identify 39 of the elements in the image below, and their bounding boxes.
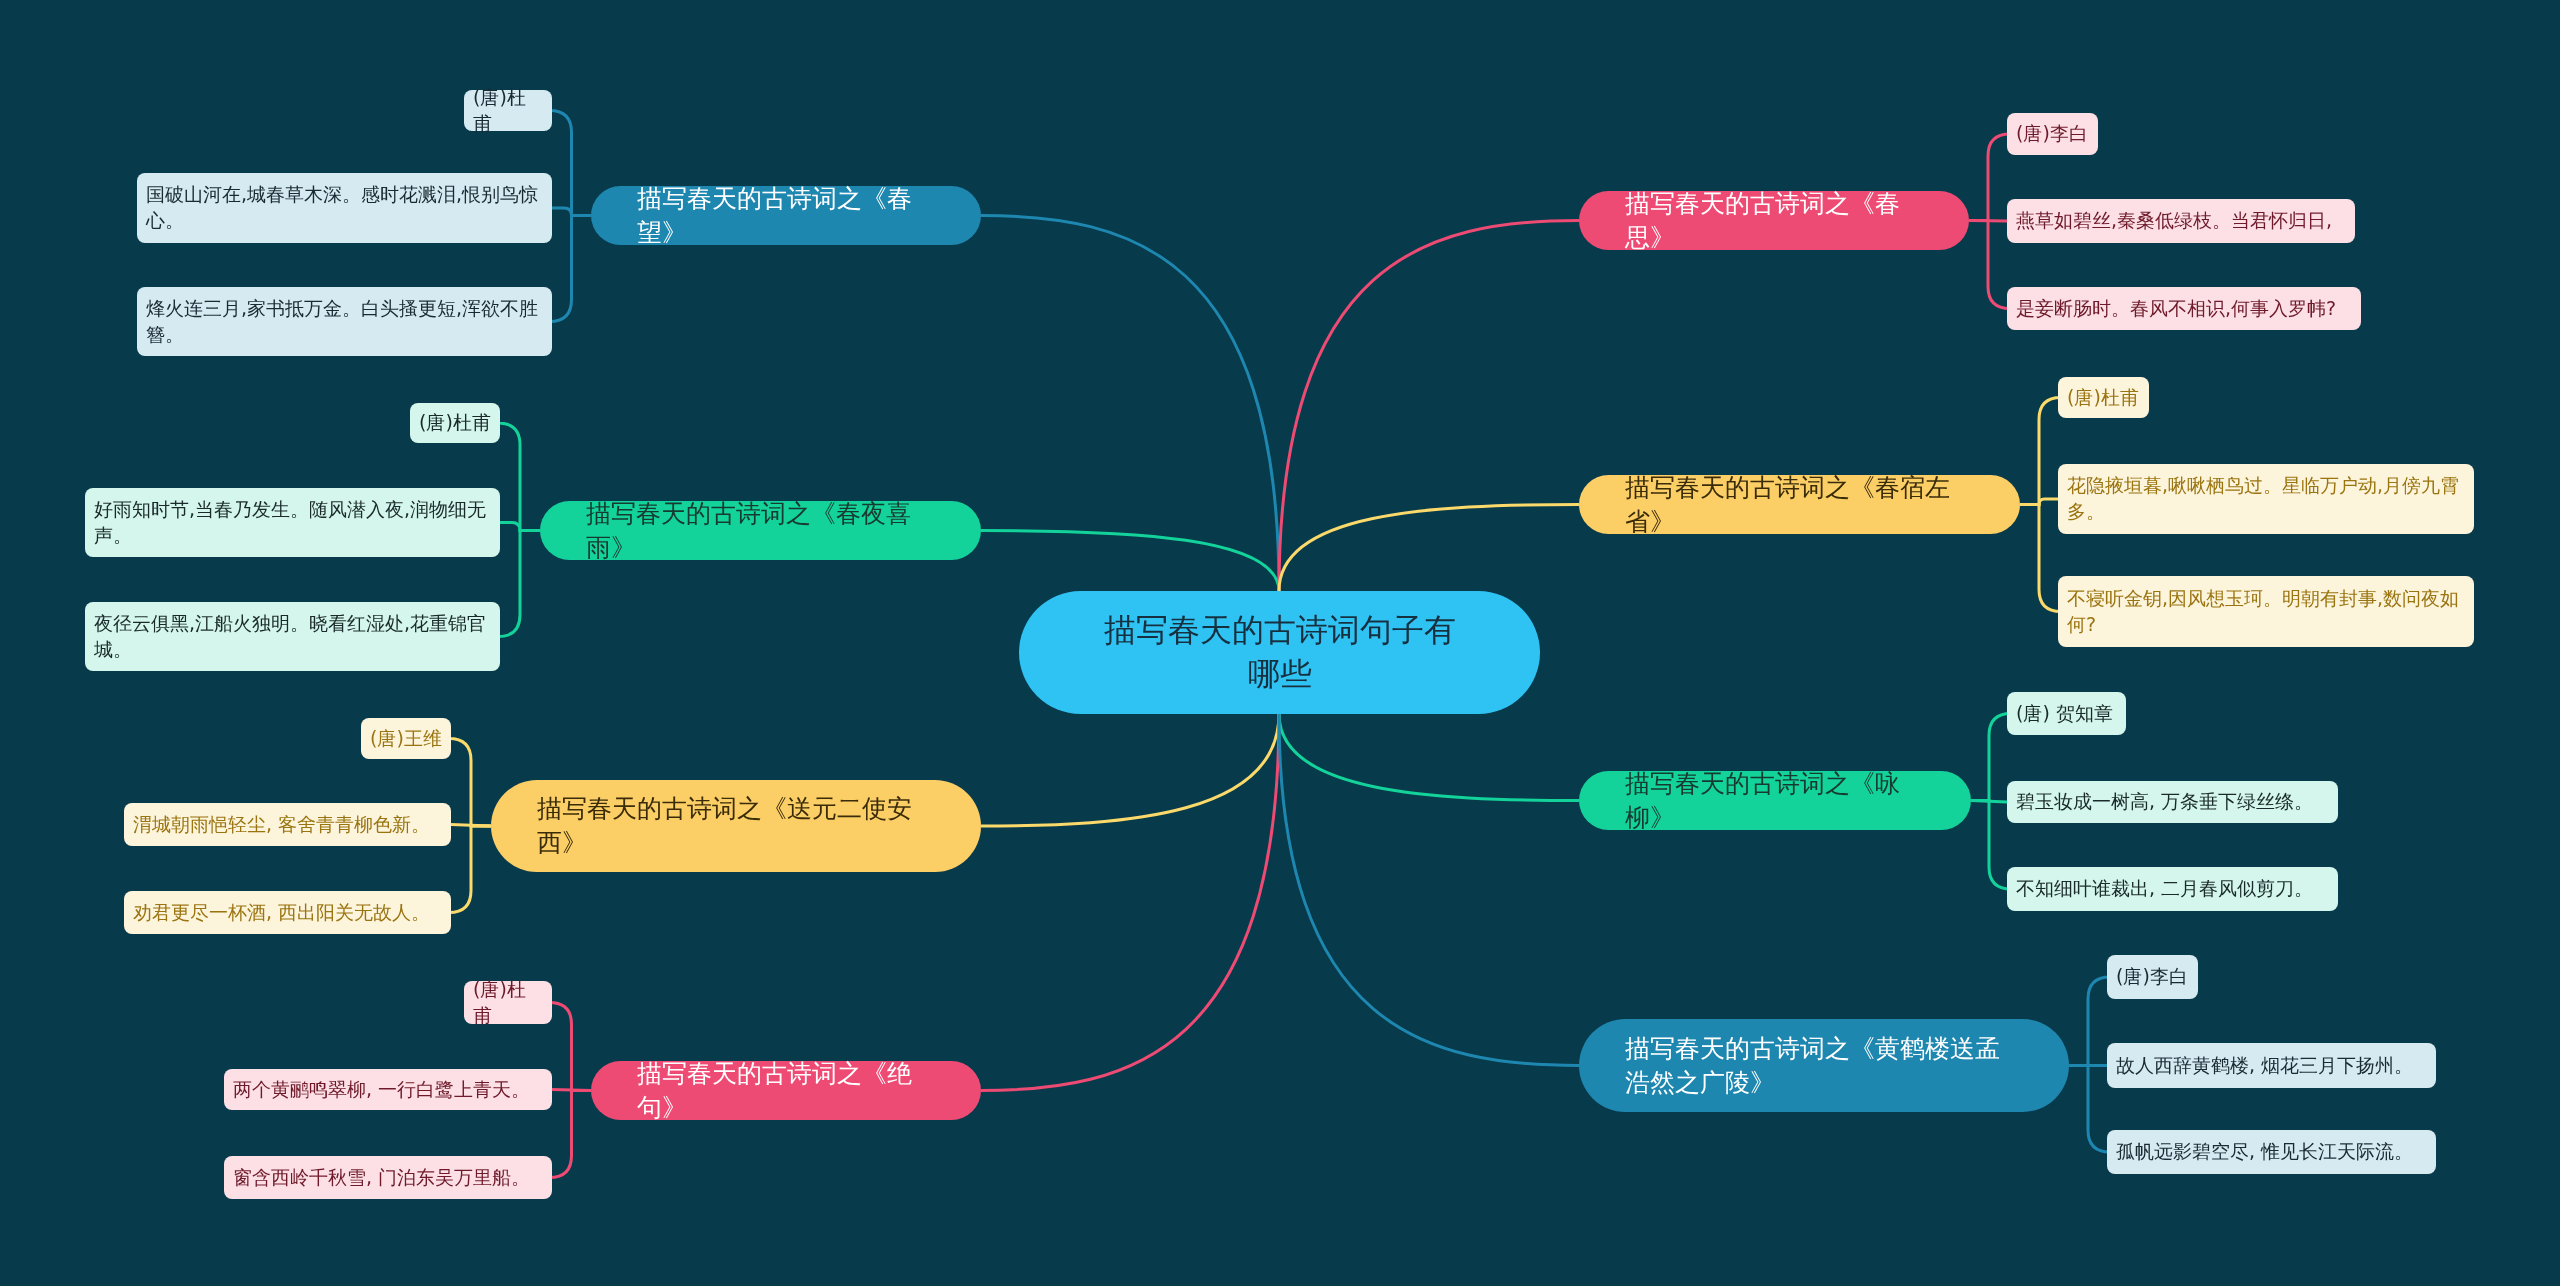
verse-box: 花隐掖垣暮,啾啾栖鸟过。星临万户动,月傍九霄多。 [2058,464,2474,534]
verse-box: 不寝听金钥,因风想玉珂。明朝有封事,数问夜如何? [2058,576,2474,647]
verse-box: 国破山河在,城春草木深。感时花溅泪,恨别鸟惊心。 [137,173,552,243]
branch-topic: 描写春天的古诗词之《春夜喜雨》 [540,501,981,560]
connector-line [450,823,492,828]
branch-topic: 描写春天的古诗词之《送元二使安西》 [491,780,981,872]
verse-box: (唐)杜甫 [464,981,552,1024]
branch-topic: 描写春天的古诗词之《春望》 [591,186,981,245]
connector-line [1277,713,1580,1067]
verse-box: 夜径云俱黑,江船火独明。晓看红湿处,花重锦官城。 [85,602,500,671]
verse-box: (唐)杜甫 [464,90,552,131]
branch-topic: 描写春天的古诗词之《咏柳》 [1579,771,1971,830]
verse-box: (唐) 贺知章 [2007,692,2126,735]
verse-box: 故人西辞黄鹤楼, 烟花三月下扬州。 [2107,1043,2436,1088]
verse-box: 两个黄鹂鸣翠柳, 一行白鹭上青天。 [224,1069,552,1110]
connector-line [1277,219,1580,592]
connector-line [981,529,1281,592]
verse-box: 窗含西岭千秋雪, 门泊东吴万里船。 [224,1156,552,1199]
verse-box: 好雨知时节,当春乃发生。随风潜入夜,润物细无声。 [85,488,500,557]
verse-box: 劝君更尽一杯酒, 西出阳关无故人。 [124,891,451,934]
branch-topic: 描写春天的古诗词之《春宿左省》 [1579,475,2020,534]
verse-box: 燕草如碧丝,秦桑低绿枝。当君怀归日, [2007,199,2355,243]
verse-box: (唐)李白 [2007,113,2098,155]
connector-line [1277,503,1579,592]
central-topic: 描写春天的古诗词句子有哪些 [1019,591,1540,714]
branch-topic: 描写春天的古诗词之《春思》 [1579,191,1969,250]
branch-topic: 描写春天的古诗词之《绝句》 [591,1061,981,1120]
verse-box: 渭城朝雨悒轻尘, 客舍青青柳色新。 [124,803,451,846]
verse-box: 孤帆远影碧空尽, 惟见长江天际流。 [2107,1130,2436,1174]
verse-box: 烽火连三月,家书抵万金。白头搔更短,浑欲不胜簪。 [137,287,552,356]
verse-box: (唐)杜甫 [2058,377,2149,418]
verse-box: (唐)杜甫 [410,403,500,443]
branch-topic: 描写春天的古诗词之《黄鹤楼送孟浩然之广陵》 [1579,1019,2069,1112]
verse-box: (唐)王维 [361,718,451,759]
verse-box: 不知细叶谁裁出, 二月春风似剪刀。 [2007,867,2338,911]
connector-line [980,713,1281,1092]
verse-box: 是妾断肠时。春风不相识,何事入罗帏? [2007,287,2361,330]
verse-box: (唐)李白 [2107,955,2198,999]
verse-box: 碧玉妆成一树高, 万条垂下绿丝绦。 [2007,781,2338,823]
